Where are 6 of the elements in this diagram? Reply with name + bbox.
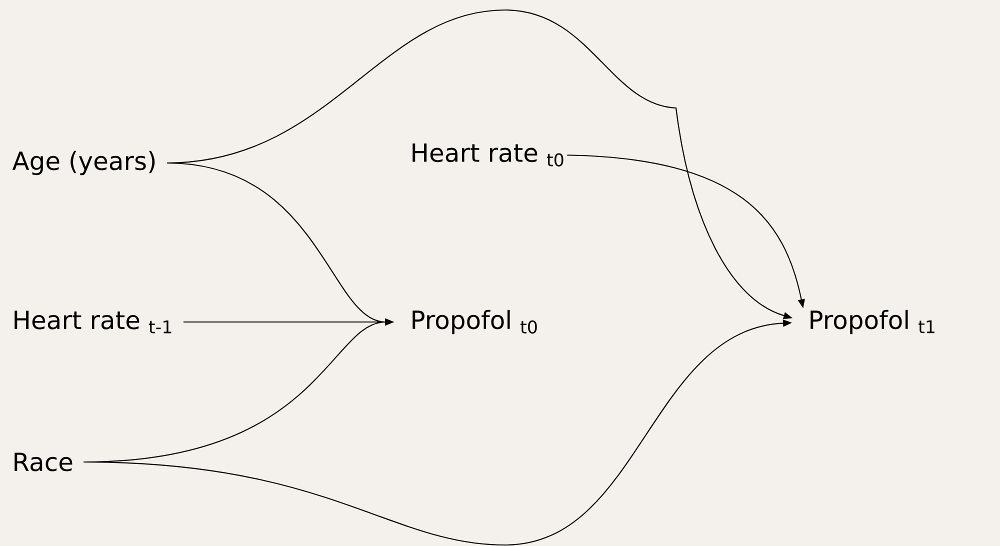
node-label: Heart rate $_{t0}$ — [412, 144, 564, 166]
node-label: Race — [14, 452, 72, 472]
node-label: Heart rate $_{t-1}$ — [14, 310, 172, 334]
node-label: Propofol $_{t0}$ — [412, 310, 537, 334]
node-label: Propofol $_{t1}$ — [810, 310, 934, 334]
node-label: Age (years) — [12, 150, 155, 176]
